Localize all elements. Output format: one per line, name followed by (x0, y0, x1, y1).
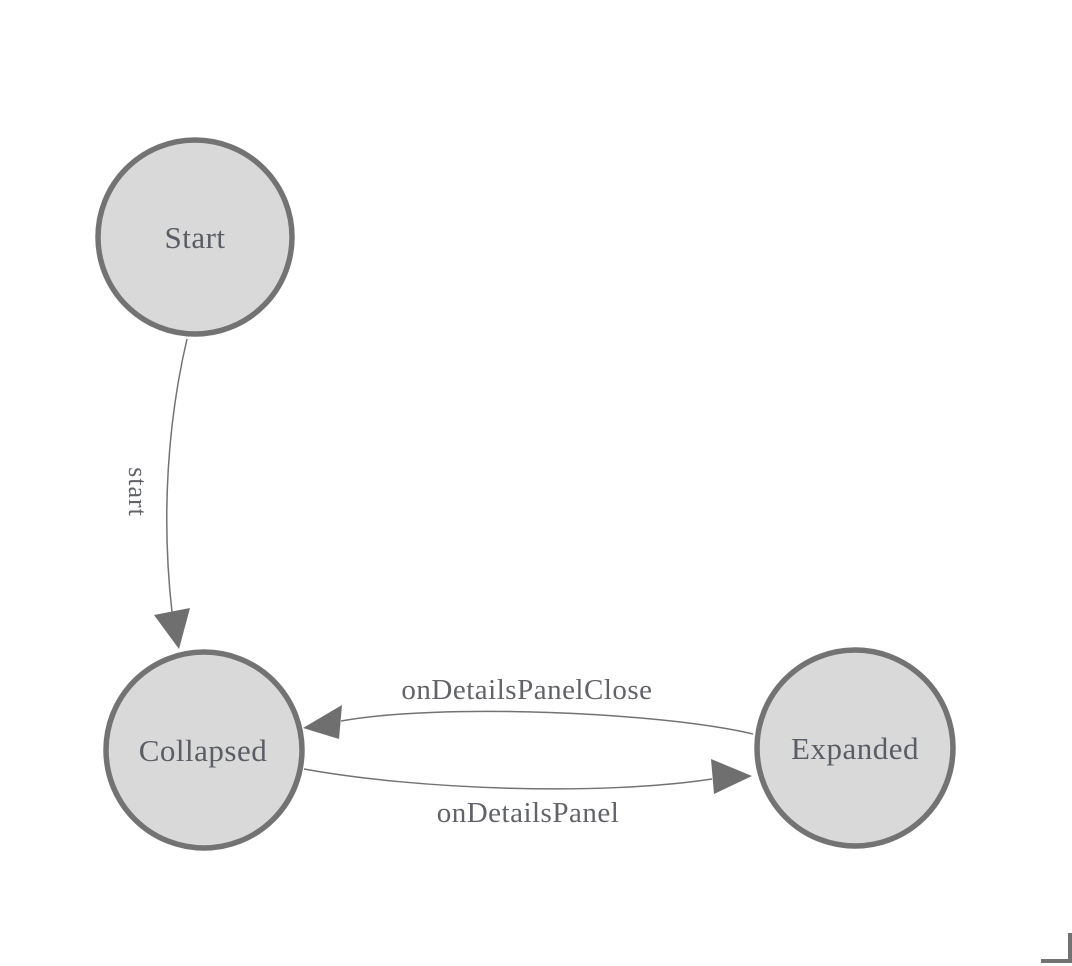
edge-label-start: start (123, 467, 152, 517)
state-node-collapsed[interactable] (103, 649, 305, 851)
arrowhead-collapsed-to-expanded (711, 759, 752, 794)
state-node-expanded-label: Expanded (791, 731, 919, 766)
state-node-start[interactable] (95, 137, 295, 337)
canvas-corner-mark-vertical (1068, 933, 1072, 963)
edge-start-to-collapsed (166, 338, 188, 613)
edge-label-on-details-panel-close: onDetailsPanelClose (401, 674, 652, 706)
edge-expanded-to-collapsed (340, 710, 754, 735)
state-node-collapsed-label: Collapsed (139, 733, 268, 768)
arrowhead-expanded-to-collapsed (303, 705, 342, 739)
state-node-start-label: Start (164, 220, 225, 255)
edge-label-on-details-panel: onDetailsPanel (437, 797, 620, 829)
canvas-corner-mark-horizontal (1041, 959, 1072, 963)
arrowhead-start-to-collapsed (154, 608, 190, 649)
state-node-expanded[interactable] (754, 647, 956, 849)
edge-collapsed-to-expanded (303, 768, 713, 790)
